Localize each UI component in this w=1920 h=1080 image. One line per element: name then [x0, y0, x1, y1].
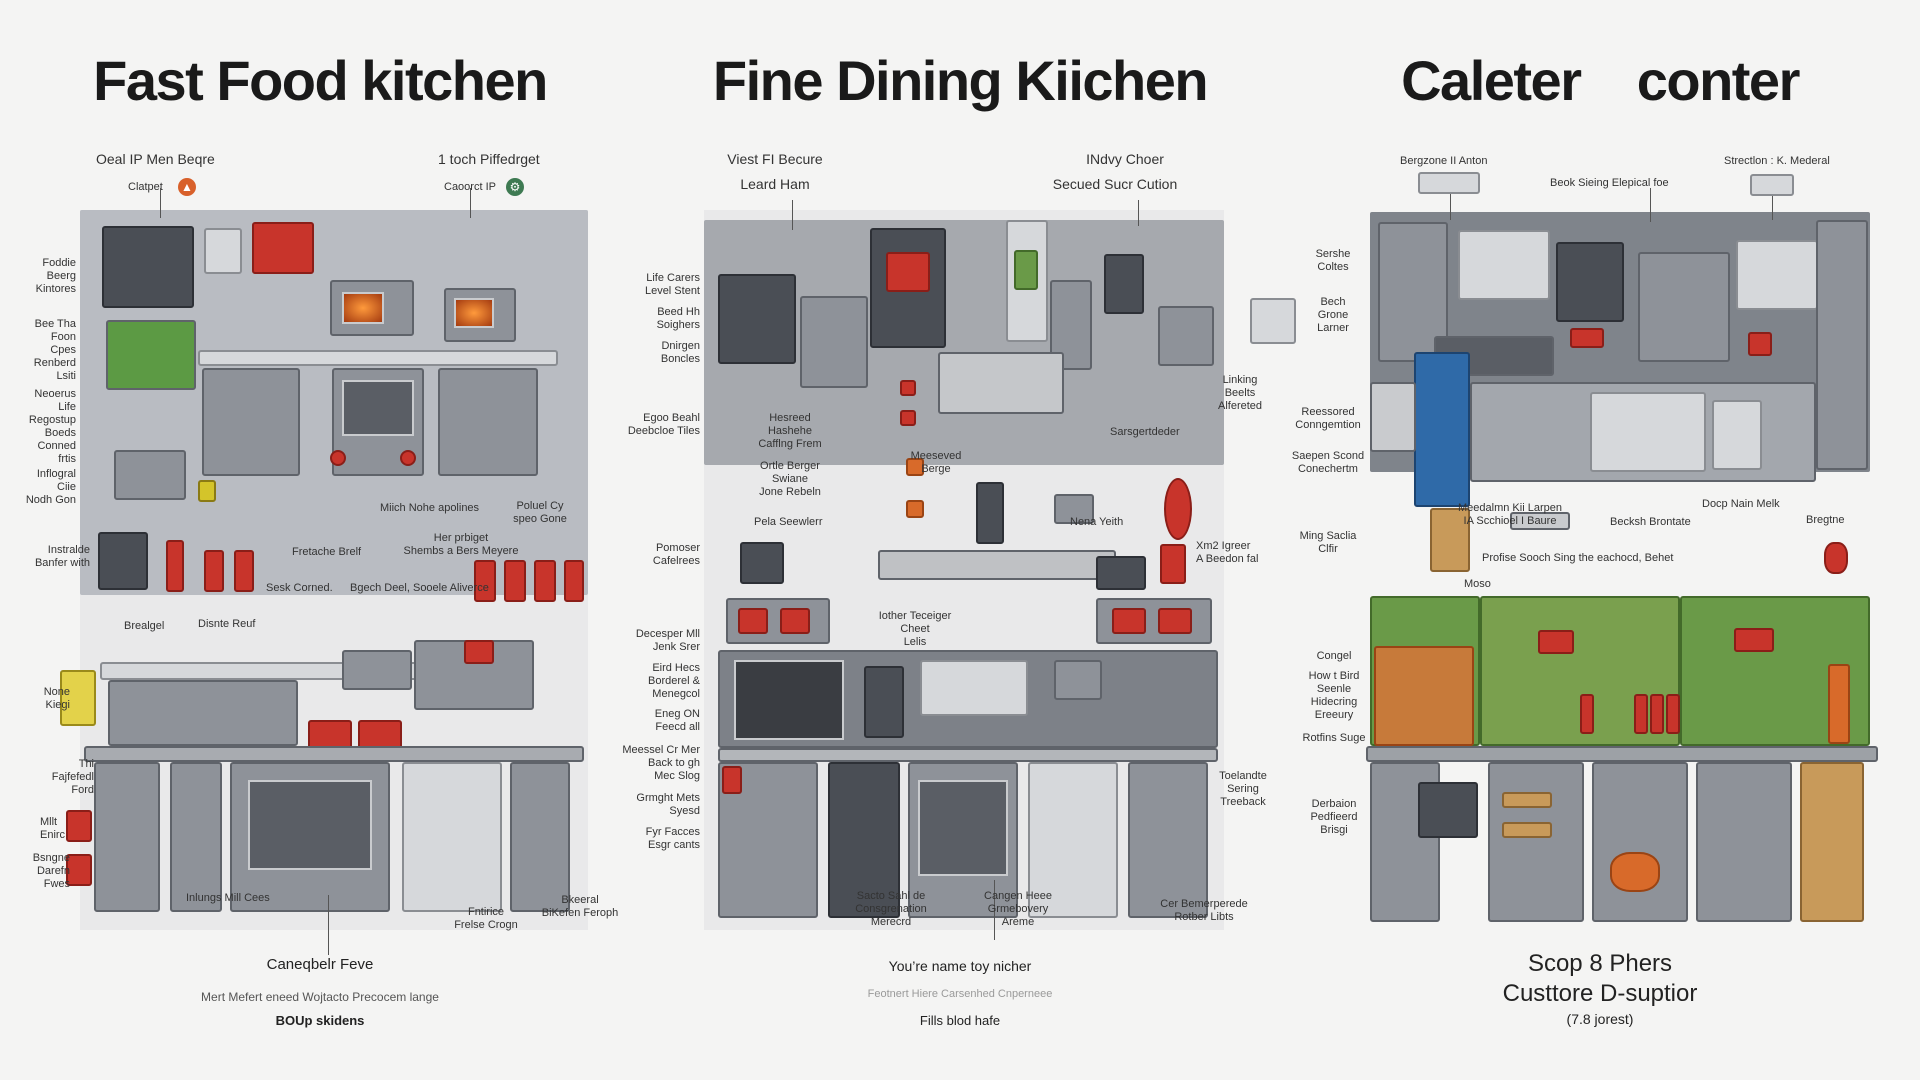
fine-dining-column: Fine Dining Kiichen Viest FI Becure Lear…: [622, 0, 1296, 1080]
inner-label: Sesk Corned.: [266, 582, 333, 594]
side-label: Cer Bemerperede Rotber Libts: [1160, 898, 1248, 923]
fire-icon: ▲: [178, 178, 196, 196]
fast-food-column: Fast Food kitchen Oeal IP Men Beqre Clat…: [0, 0, 640, 1080]
side-label: Poluel Cy speo Gone: [513, 500, 567, 525]
inner-label: Meeseved Berge: [910, 450, 962, 475]
side-label: Fyr Facces Esgr cants: [645, 826, 700, 851]
side-label: Bech Grone Larner: [1317, 296, 1349, 334]
column-title: Fast Food kitchen: [93, 49, 548, 112]
top-left-label: Oeal IP Men Beqre: [96, 151, 215, 167]
side-label: Congel: [1316, 650, 1352, 662]
side-label: Decesper Mll Jenk Srer: [635, 628, 700, 653]
caption-1: Caneqbelr Feve: [266, 956, 374, 973]
top-left-label: Bergzone II Anton: [1400, 155, 1488, 167]
inner-label: Becksh Brontate: [1610, 516, 1691, 528]
kitchen-diagram: [704, 210, 1296, 930]
column-title: Fine Dining Kiichen: [712, 49, 1209, 112]
kitchen-diagram: [1366, 212, 1878, 932]
side-label: Sarsgertdeder: [1110, 426, 1180, 438]
top-right-label: INdvy Choer: [1086, 151, 1164, 167]
side-label: Rotfins Suge: [1302, 732, 1366, 744]
top-right-label: Strectlon : K. Mederal: [1724, 155, 1830, 167]
side-label: Neoerus Life Regostup Boeds Conned frtis: [28, 388, 76, 465]
inner-label: Her prbiget Shembs a Bers Meyere: [403, 532, 519, 557]
caption-2: Mert Mefert eneed Wojtacto Precocem lang…: [201, 990, 439, 1004]
inner-label: Disnte Reuf: [198, 618, 256, 630]
top-right-sub: Caoorct IP: [444, 181, 496, 193]
side-label: Bregtne: [1806, 514, 1845, 526]
inner-label: Fntirice Frelse Crogn: [454, 906, 518, 931]
inner-label: Pela Seewlerr: [754, 516, 823, 528]
caption-3: (7.8 jorest): [1566, 1011, 1634, 1027]
caption-3: BOUp skidens: [275, 1013, 365, 1028]
inner-label: Moso: [1464, 578, 1491, 590]
side-label: Sershe Coltes: [1315, 248, 1351, 273]
inner-label: Fretache Brelf: [292, 546, 362, 558]
top-center-label: Beok Sieing Elepical foe: [1550, 177, 1669, 189]
top-left-sub: Clatpet: [128, 181, 163, 193]
inner-label: Profise Sooch Sing the eachocd, Behet: [1482, 552, 1674, 564]
side-label: Ming Saclia Clfir: [1299, 530, 1357, 555]
side-label: Inflogral Ciie Nodh Gon: [25, 468, 76, 506]
side-label: Derbaion Pedfieerd Brisgi: [1310, 798, 1358, 836]
inner-label: Iother Teceiger Cheet Lelis: [878, 610, 952, 648]
gear-icon: ⚙: [506, 178, 524, 196]
inner-label: Inlungs Mill Cees: [186, 892, 270, 904]
side-label: Saepen Scond Conechertm: [1291, 450, 1365, 475]
side-label: Reessored Conngemtion: [1295, 406, 1361, 431]
inner-label: Meedalmn Kii Larpen IA Scchioel I Baure: [1458, 502, 1562, 527]
inner-label: Ortle Berger Swiane Jone Rebeln: [759, 460, 821, 498]
caption-2: Custtore D-suptior: [1502, 980, 1698, 1007]
top-left-sub: Leard Ham: [740, 176, 810, 192]
inner-label: Brealgel: [124, 620, 165, 632]
column-title: Caleter conter: [1401, 49, 1800, 112]
side-label: Instralde Banfer with: [34, 544, 90, 569]
side-label: Egoo Beahl Deebcloe Tiles: [627, 412, 700, 437]
kitchen-diagram: [60, 210, 588, 930]
side-label: Beed Hh Soighers: [656, 306, 700, 331]
top-left-label: Viest FI Becure: [727, 151, 823, 167]
inner-label: Mllt Enirc: [40, 816, 66, 841]
inner-label: Cangen Heee Grmebovery Areme: [984, 890, 1052, 928]
side-label: Bsngne Darefn Fwes: [32, 852, 70, 890]
side-label: None Kiegi: [43, 686, 70, 711]
inner-label: Docp Nain Melk: [1702, 498, 1780, 510]
caption-1: Scop 8 Phers: [1527, 950, 1673, 977]
caption-1: You’re name toy nicher: [888, 958, 1032, 974]
inner-label: Nena Yeith: [1070, 516, 1124, 528]
top-right-sub: Secued Sucr Cution: [1052, 176, 1178, 192]
side-label: Xm2 Igreer A Beedon fal: [1196, 540, 1259, 565]
inner-label: Sacto Sahl de Consgrenation Merecrd: [855, 890, 927, 928]
caption-2: Feotnert Hiere Carsenhed Cnperneee: [867, 988, 1053, 1000]
side-label: Dnirgen Boncles: [660, 340, 700, 365]
side-label: Pomoser Cafelrees: [652, 542, 700, 567]
inner-label: Bkeeral BiKefen Feroph: [541, 894, 619, 919]
side-label: Bee Tha Foon Cpes Renberd Lsiti: [33, 318, 76, 382]
side-label: Eneg ON Feecd all: [654, 708, 700, 733]
side-label: Life Carers Level Stent: [644, 272, 700, 297]
side-label: Foddie Beerg Kintores: [35, 257, 76, 295]
caption-3: Fills blod hafe: [919, 1013, 1001, 1028]
inner-label: Hesreed Hashehe Cafflng Frem: [758, 412, 822, 450]
top-right-label: 1 toch Piffedrget: [438, 151, 540, 167]
side-label: Eird Hecs Borderel & Menegcol: [648, 662, 700, 700]
caleter-column: Caleter conter Bergzone II Anton Strectl…: [1280, 0, 1920, 1080]
inner-label: Miich Nohe apolines: [380, 502, 480, 514]
side-label: Grmght Mets Syesd: [636, 792, 700, 817]
side-label: Thi Fajfefedl Ford: [51, 758, 94, 796]
side-label: How t Bird Seenle Hidecring Ereeury: [1308, 670, 1360, 721]
side-label: Meessel Cr Mer Back to gh Mec Slog: [622, 744, 700, 782]
side-label: Toelandte Sering Treeback: [1219, 770, 1267, 808]
side-label: Linking Beelts Alfereted: [1217, 374, 1263, 412]
inner-label: Bgech Deel, Sooele Aliverce: [350, 582, 489, 594]
